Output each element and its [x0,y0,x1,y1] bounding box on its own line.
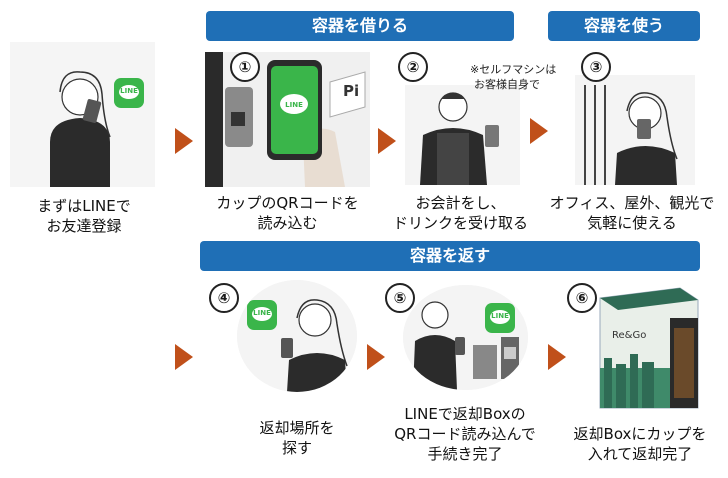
step5-number: ⑤ [385,283,415,313]
scan-cup-qr-illustration: LINE [205,52,370,187]
step6-number: ⑥ [567,283,597,313]
scan-return-box-illustration [403,285,528,390]
step2-caption-line-1: お会計をし、 [415,194,506,212]
arrow-right-icon [175,128,193,154]
step5-caption: LINEで返却Boxの QRコード読み込んで 手続き完了 [380,404,550,464]
arrow-right-icon [367,344,385,370]
step1-caption: カップのQRコードを 読み込む [200,193,375,233]
step3-caption-line-1: オフィス、屋外、観光で [549,194,715,212]
step3-caption: オフィス、屋外、観光で 気軽に使える [542,193,722,233]
step2-caption-line-2: ドリンクを受け取る [392,214,528,232]
step4-number: ④ [209,283,239,313]
woman-search-phone-illustration [237,280,357,392]
step5-caption-line-1: LINEで返却Boxの [404,405,526,423]
step6-caption-line-1: 返却Boxにカップを [573,425,707,443]
step3-number: ③ [581,52,611,82]
step6-caption-line-2: 入れて返却完了 [587,445,693,463]
box-brand-logo: Re&Go [612,330,647,341]
arrow-right-icon [530,118,548,144]
step4-caption: 返却場所を 探す [222,418,372,458]
step1-caption-line-2: 読み込む [257,214,318,232]
intro-illustration: LINE [10,42,155,187]
step2-note-line-1: ※セルフマシンは [470,63,557,76]
arrow-right-icon [378,128,396,154]
step2-illustration [405,85,520,185]
step5-caption-line-2: QRコード読み込んで [394,425,536,443]
intro-caption-line-1: まずはLINEで [37,197,131,215]
woman-phone-illustration [10,42,155,187]
step2-note: ※セルフマシンは お客様自身で [470,62,570,92]
intro-caption: まずはLINEで お友達登録 [0,196,168,236]
line-app-icon: LINE [247,300,277,330]
barista-illustration [405,85,520,185]
step3-illustration [575,75,695,185]
return-box-illustration [590,278,702,413]
step2-caption: お会計をし、 ドリンクを受け取る [378,193,543,233]
line-app-icon: LINE [485,303,515,333]
step6-illustration: Re&Go [590,278,702,413]
step4-illustration: LINE [237,280,357,392]
step1-number: ① [230,52,260,82]
svg-text:LINE: LINE [285,101,303,109]
woman-drinking-illustration [575,75,695,185]
step3-caption-line-2: 気軽に使える [587,214,677,232]
step1-caption-line-1: カップのQRコードを [216,194,359,212]
step1-illustration: LINE Pi [205,52,370,187]
banner-return: 容器を返す [200,241,700,271]
step2-note-line-2: お客様自身で [474,78,540,91]
step4-caption-line-2: 探す [281,439,312,457]
banner-borrow: 容器を借りる [206,11,514,41]
arrow-right-icon [548,344,566,370]
step2-number: ② [398,52,428,82]
step4-caption-line-1: 返却場所を [259,419,335,437]
step6-caption: 返却Boxにカップを 入れて返却完了 [560,424,720,464]
line-app-icon: LINE [114,78,144,108]
step5-illustration: LINE [403,285,528,390]
step5-caption-line-3: 手続き完了 [427,445,503,463]
banner-use: 容器を使う [548,11,700,41]
arrow-right-icon [175,344,193,370]
sign-text: Pi [343,82,360,100]
intro-caption-line-2: お友達登録 [46,217,122,235]
